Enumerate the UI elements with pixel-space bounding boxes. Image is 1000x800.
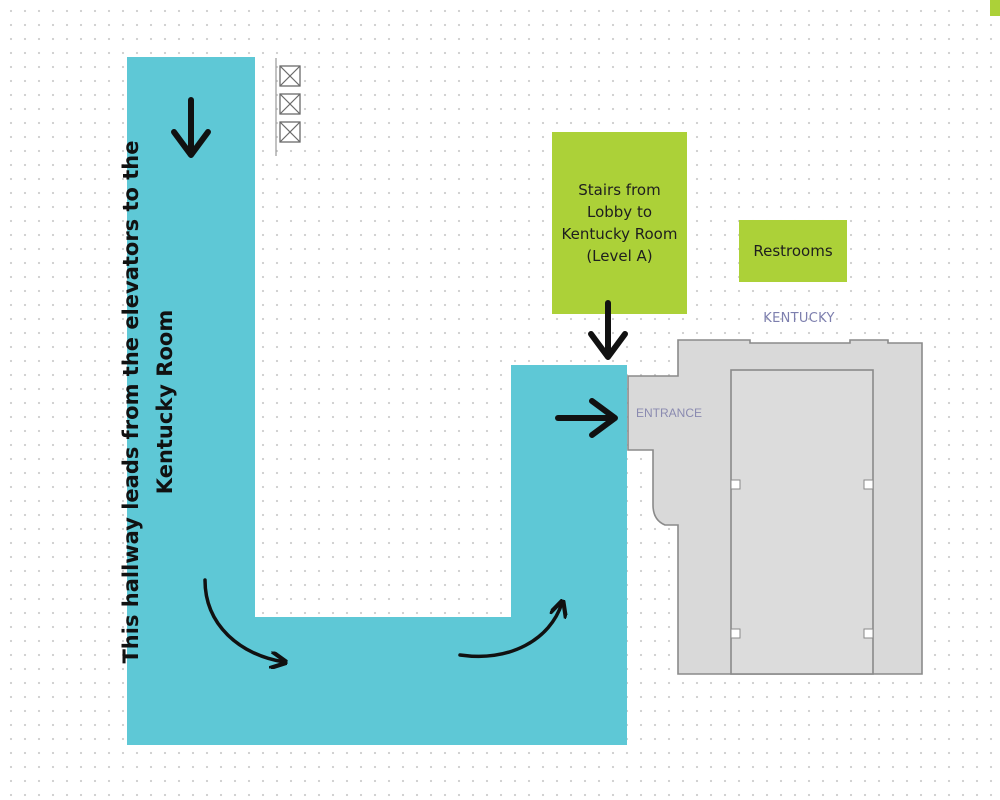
restrooms-label: Restrooms	[753, 242, 833, 260]
arrow-icon	[555, 398, 618, 438]
arrow-icon	[588, 300, 628, 360]
column-marker	[863, 628, 874, 639]
elevator-icon	[275, 58, 301, 156]
column-marker	[730, 479, 741, 490]
arrow-icon	[458, 603, 562, 658]
column-marker	[863, 479, 874, 490]
kentucky-room-inner	[730, 369, 874, 675]
stairs-label-line-2: Lobby to	[586, 203, 653, 221]
arrow-icon	[171, 97, 211, 158]
restrooms-box: Restrooms	[739, 220, 847, 282]
corner-accent	[990, 0, 1000, 16]
kentucky-room-label: KENTUCKY	[763, 311, 835, 326]
stairs-label-line-4: (Level A)	[586, 247, 653, 265]
entrance-label: ENTRANCE	[636, 406, 703, 420]
column-marker	[730, 628, 741, 639]
hallway-right-segment	[511, 365, 627, 745]
stairs-label-line-1: Stairs from	[578, 181, 661, 199]
stairs-label: Stairs from Lobby to Kentucky Room (Leve…	[560, 179, 680, 267]
stairs-box: Stairs from Lobby to Kentucky Room (Leve…	[552, 132, 687, 314]
arrow-icon	[203, 578, 284, 662]
stairs-label-line-3: Kentucky Room	[561, 225, 678, 243]
